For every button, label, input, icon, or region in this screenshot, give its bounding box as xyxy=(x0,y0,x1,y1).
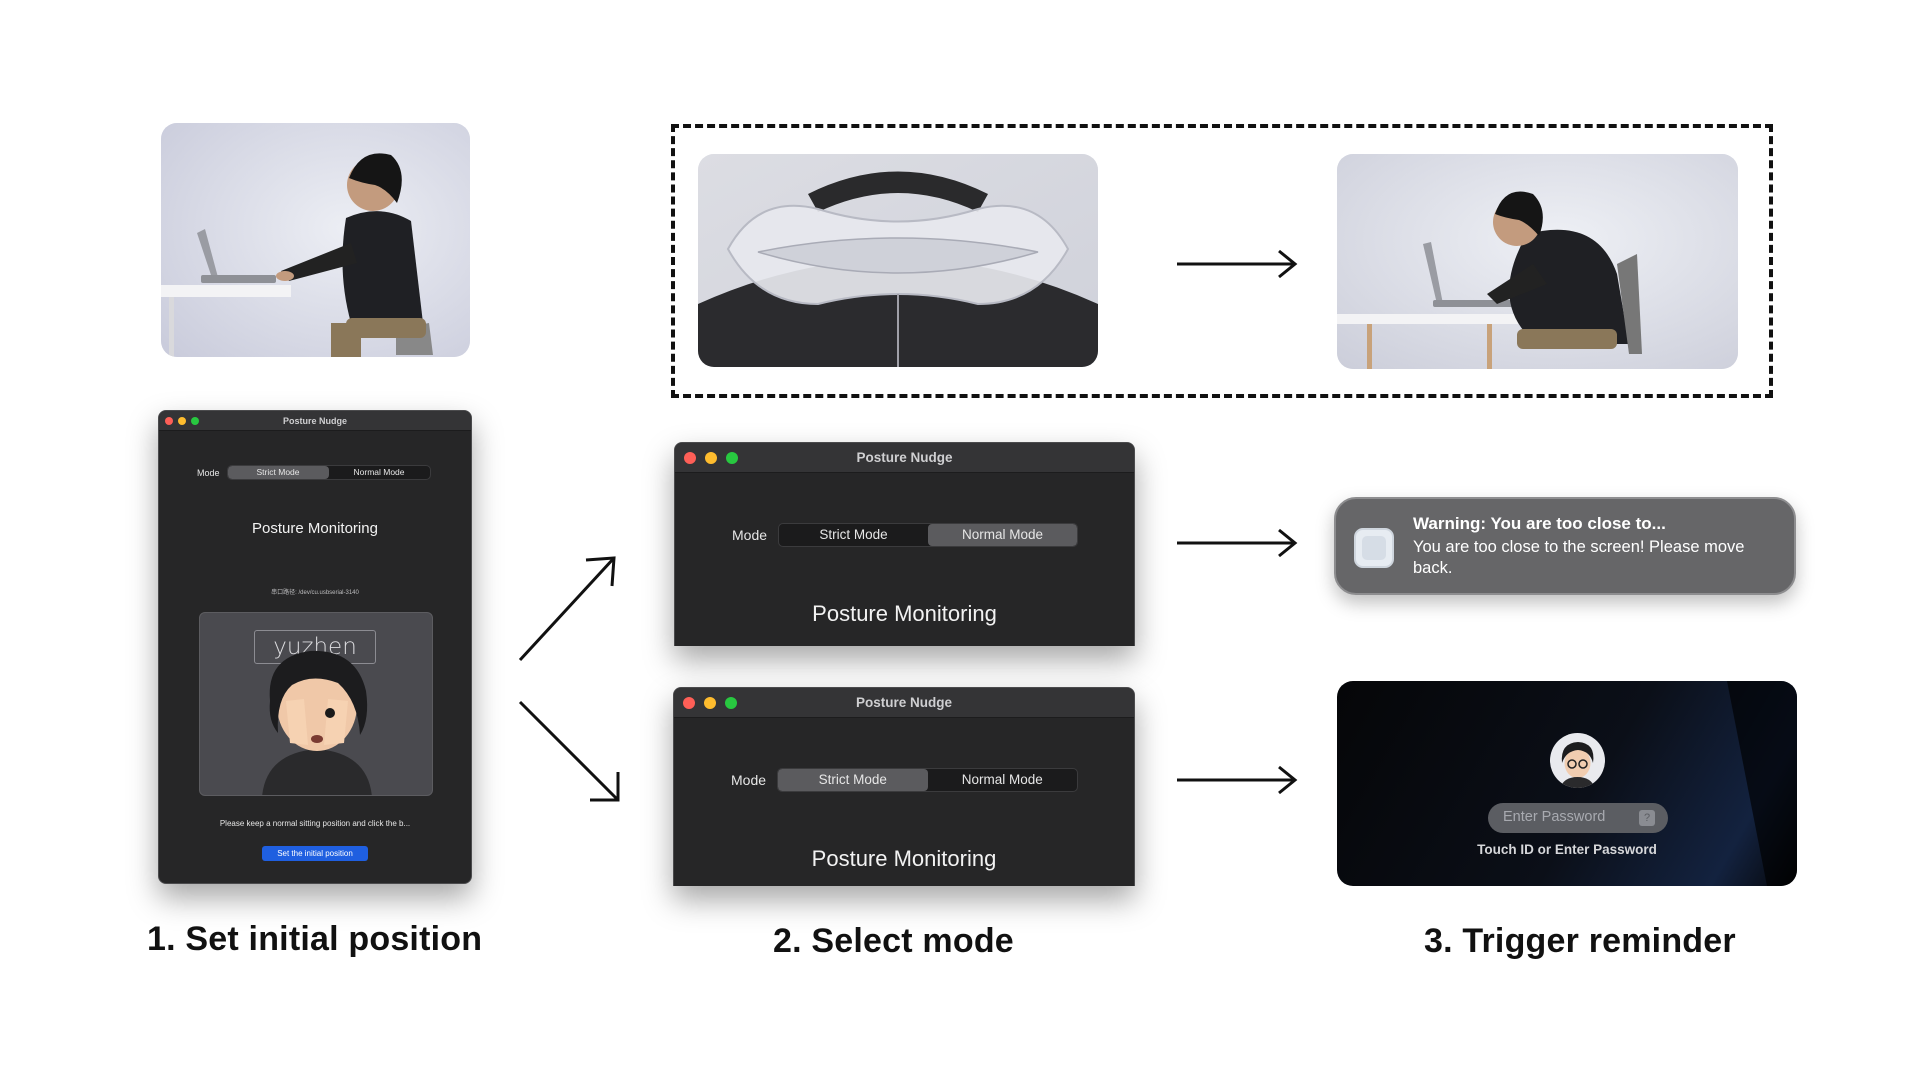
notification-title: Warning: You are too close to... xyxy=(1413,514,1666,533)
posture-monitoring-title: Posture Monitoring xyxy=(252,520,378,537)
strict-mode-segment[interactable]: Strict Mode xyxy=(819,527,888,542)
zoom-window-icon[interactable] xyxy=(725,696,737,709)
arrow-right-icon xyxy=(1177,528,1298,558)
notification-app-icon xyxy=(1354,528,1394,568)
arrow-down-right-icon xyxy=(518,700,620,802)
mode-label: Mode xyxy=(197,467,220,478)
step-1-label: 1. Set initial position xyxy=(147,920,483,958)
mode-selector-row: Mode Strict Mode Normal Mode xyxy=(197,465,431,480)
lock-screen: Enter Password ? Touch ID or Enter Passw… xyxy=(1337,681,1797,886)
posture-nudge-window-normal: Posture Nudge Mode Strict Mode Normal Mo… xyxy=(674,442,1135,646)
normal-mode-segment[interactable]: Normal Mode xyxy=(961,772,1043,787)
minimize-window-icon[interactable] xyxy=(704,696,716,709)
arrow-right-icon xyxy=(1177,249,1298,279)
posture-monitoring-title: Posture Monitoring xyxy=(811,846,997,871)
wearable-device-photo xyxy=(698,154,1098,367)
mode-selector-row: Mode Strict Mode Normal Mode xyxy=(732,523,1079,547)
slouching-posture-photo xyxy=(1337,154,1738,369)
strict-mode-segment[interactable]: Strict Mode xyxy=(778,769,928,791)
traffic-lights xyxy=(165,411,199,430)
window-titlebar[interactable]: Posture Nudge xyxy=(674,688,1134,718)
traffic-lights xyxy=(683,688,737,717)
window-title: Posture Nudge xyxy=(855,695,952,710)
avatar-camera-preview: yuzhen xyxy=(199,612,433,796)
close-window-icon[interactable] xyxy=(165,416,173,425)
close-window-icon[interactable] xyxy=(683,696,695,709)
zoom-window-icon[interactable] xyxy=(726,451,738,464)
step-3-label: 3. Trigger reminder xyxy=(1424,922,1736,960)
instruction-text: Please keep a normal sitting position an… xyxy=(219,819,411,828)
strict-mode-segment[interactable]: Strict Mode xyxy=(227,466,329,479)
posture-nudge-window-strict: Posture Nudge Mode Strict Mode Normal Mo… xyxy=(673,687,1135,886)
minimize-window-icon[interactable] xyxy=(178,416,186,425)
normal-mode-segment[interactable]: Normal Mode xyxy=(928,524,1078,546)
mode-selector-row: Mode Strict Mode Normal Mode xyxy=(731,768,1079,792)
password-field[interactable]: Enter Password ? xyxy=(1488,803,1668,833)
mode-label: Mode xyxy=(732,527,768,543)
arrow-right-icon xyxy=(1177,765,1298,795)
arrow-up-right-icon xyxy=(518,556,616,662)
minimize-window-icon[interactable] xyxy=(705,451,717,464)
set-initial-position-button[interactable]: Set the initial position xyxy=(262,846,368,861)
serial-port-path: 串口路径: /dev/cu.usbserial-3140 xyxy=(271,590,359,596)
window-titlebar[interactable]: Posture Nudge xyxy=(159,411,471,431)
posture-monitoring-title: Posture Monitoring xyxy=(812,601,997,626)
window-title: Posture Nudge xyxy=(856,450,953,465)
mode-segmented-control: Strict Mode Normal Mode xyxy=(778,523,1079,547)
mode-segmented-control: Strict Mode Normal Mode xyxy=(777,768,1079,792)
memoji-covering-eyes-icon xyxy=(262,650,372,795)
traffic-lights xyxy=(684,443,738,472)
initial-posture-photo xyxy=(161,123,470,357)
posture-warning-notification[interactable]: Warning: You are too close to... You are… xyxy=(1334,497,1796,595)
trigger-sequence-box xyxy=(671,124,1773,398)
mode-label: Mode xyxy=(731,772,767,788)
normal-mode-segment[interactable]: Normal Mode xyxy=(353,467,405,477)
user-avatar[interactable] xyxy=(1550,733,1605,788)
zoom-window-icon[interactable] xyxy=(191,416,199,425)
step-2-label: 2. Select mode xyxy=(773,922,1014,960)
window-titlebar[interactable]: Posture Nudge xyxy=(675,443,1134,473)
posture-nudge-window-initial: Posture Nudge Mode Strict Mode Normal Mo… xyxy=(158,410,472,884)
close-window-icon[interactable] xyxy=(684,451,696,464)
mode-segmented-control: Strict Mode Normal Mode xyxy=(226,465,431,480)
password-placeholder: Enter Password xyxy=(1503,809,1606,825)
touch-id-hint: Touch ID or Enter Password xyxy=(1477,842,1657,857)
touch-id-key-icon[interactable]: ? xyxy=(1639,810,1655,826)
window-title: Posture Nudge xyxy=(282,416,347,426)
notification-body: You are too close to the screen! Please … xyxy=(1413,538,1745,577)
